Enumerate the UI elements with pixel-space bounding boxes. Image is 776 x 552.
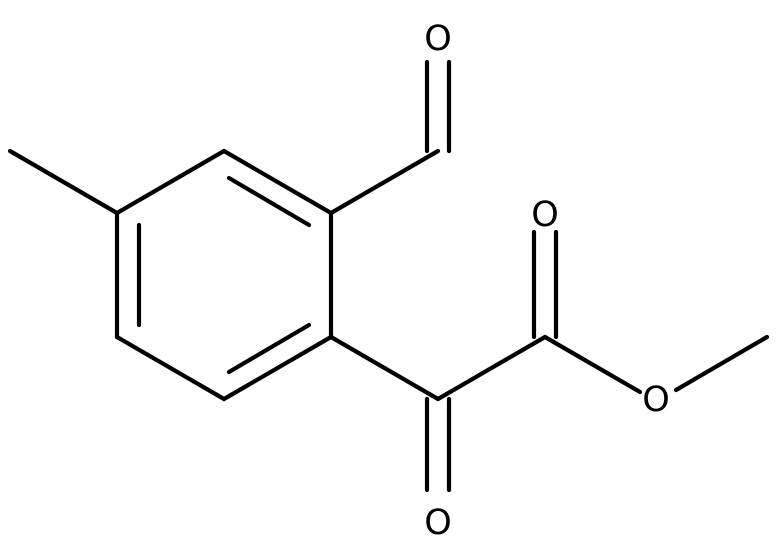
bond-ring-c3-c2 xyxy=(221,148,334,216)
ester-ether-oxygen-label: O xyxy=(642,380,670,420)
bond-ring-ketone-carbon xyxy=(328,334,441,402)
ketone-oxygen-label: O xyxy=(424,503,452,543)
bonds xyxy=(7,59,770,493)
bond-ester-carbon-oxygen xyxy=(542,334,643,395)
bond-ring-c1-c6-inner xyxy=(226,322,312,375)
bond-ring-c4-c3 xyxy=(114,148,227,216)
bond-ring-aldehyde-carbon xyxy=(328,148,441,216)
ester-carbonyl-oxygen-label: O xyxy=(531,195,559,235)
bond-ring-c3-c2-inner xyxy=(226,175,312,228)
bond-ring-c1-c6 xyxy=(221,334,334,402)
bond-methyl-ring xyxy=(7,148,120,216)
bond-oxygen-methyl xyxy=(673,334,770,393)
atom-labels: O O O O xyxy=(424,19,670,543)
bond-ketone-ester-carbon xyxy=(435,334,548,402)
aldehyde-oxygen-label: O xyxy=(424,19,452,59)
bond-ring-c6-c5 xyxy=(114,334,227,402)
